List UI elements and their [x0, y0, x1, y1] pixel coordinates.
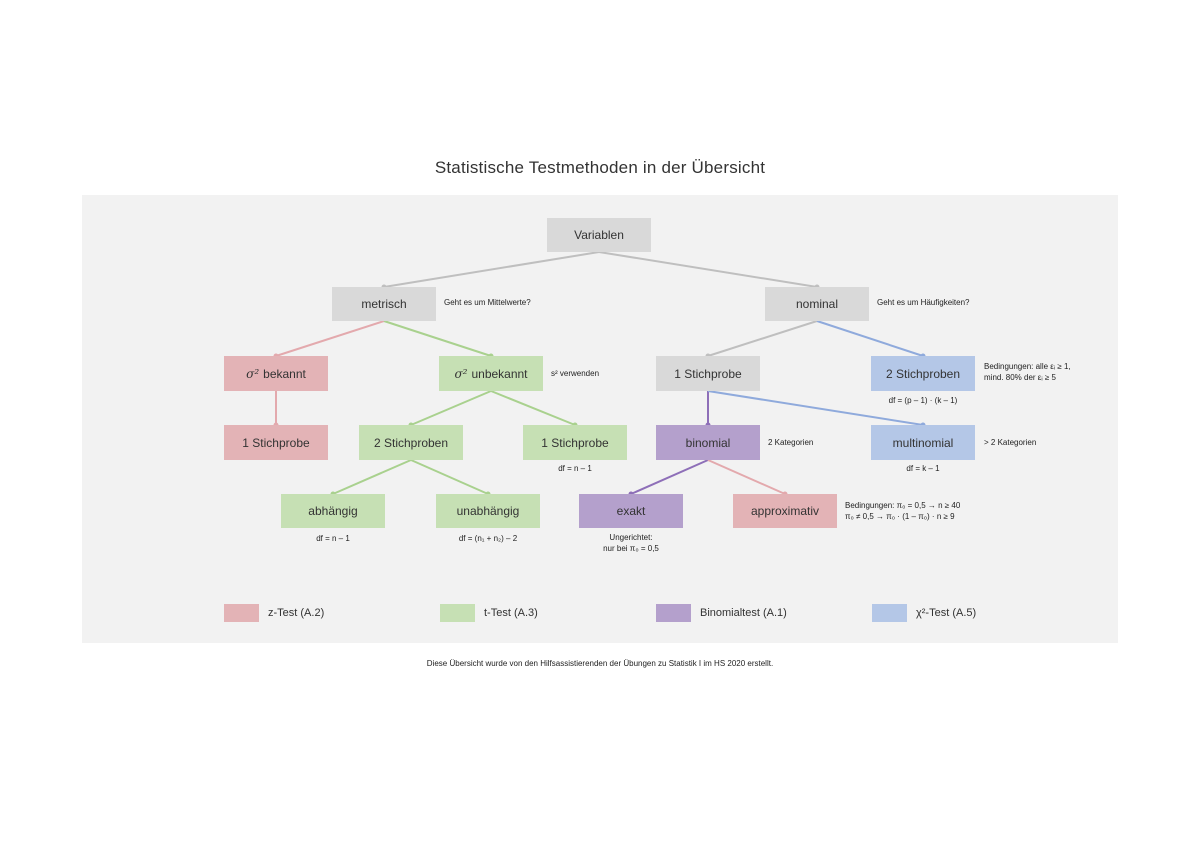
note-ungerichtet-2: nur bei π₀ = 0,5 [603, 544, 659, 553]
edge-nominal-2stp [816, 320, 924, 357]
note-mittelwerte: Geht es um Mittelwerte? [444, 298, 531, 307]
node-multinomial-label: multinomial [892, 435, 954, 450]
node-2stichproben-nominal: 2 Stichproben [871, 356, 975, 391]
node-variablen-label: Variablen [574, 228, 624, 242]
node-unabhaengig-label: unabhängig [456, 504, 520, 518]
note-df-1stp-t: df = n – 1 [558, 464, 592, 473]
note-df-2stp: df = (p – 1) · (k – 1) [888, 396, 958, 405]
node-sigma-unbekannt: σ² unbekannt [439, 356, 543, 391]
page-title: Statistische Testmethoden in der Übersic… [434, 158, 766, 177]
edge-2stp-abhaengig [332, 459, 412, 495]
node-exakt-label: exakt [616, 504, 646, 518]
edge-1stp-multinomial [707, 390, 924, 426]
node-1stichprobe-z: 1 Stichprobe [224, 425, 328, 460]
node-1stichprobe-t: 1 Stichprobe [523, 425, 627, 460]
legend-swatch-binomialtest [656, 604, 691, 622]
node-2stichproben-nominal-label: 2 Stichproben [885, 366, 961, 381]
edge-binomial-approx [707, 459, 786, 495]
node-binomial-label: binomial [685, 435, 731, 450]
legend-label-t-test: t-Test (A.3) [484, 607, 538, 619]
edge-nominal-1stp [707, 320, 818, 357]
footer-credit: Diese Übersicht wurde von den Hilfsassis… [426, 659, 774, 668]
node-1stichprobe-z-label: 1 Stichprobe [242, 435, 310, 450]
legend-label-binomialtest: Binomialtest (A.1) [700, 607, 787, 619]
edge-2stp-unabhaengig [410, 459, 489, 495]
note-bedingungen-approx-2: π₀ ≠ 0,5 → π₀ · (1 – π₀) · n ≥ 9 [845, 512, 955, 521]
node-unabhaengig: unabhängig [436, 494, 540, 528]
edge-unbekannt-2stp [410, 390, 492, 426]
node-variablen: Variablen [547, 218, 651, 252]
node-metrisch: metrisch [332, 287, 436, 321]
edge-binomial-exakt [630, 459, 709, 495]
node-2stichproben-t-label: 2 Stichproben [373, 435, 449, 450]
node-approximativ-label: approximativ [750, 504, 820, 518]
node-sigma-bekannt-label: bekannt [263, 366, 306, 381]
diagram-panel [82, 195, 1118, 643]
legend-swatch-t-test [440, 604, 475, 622]
edge-variablen-metrisch [383, 251, 600, 288]
node-abhaengig-label: abhängig [308, 504, 358, 518]
note-ungerichtet-1: Ungerichtet: [609, 533, 653, 542]
node-1stichprobe-nominal-label: 1 Stichprobe [674, 366, 742, 381]
note-zwei-kategorien: 2 Kategorien [768, 438, 814, 447]
node-multinomial: multinomial [871, 425, 975, 460]
note-haeufigkeiten: Geht es um Häufigkeiten? [877, 298, 970, 307]
sigma-symbol: σ² [454, 366, 468, 381]
node-metrisch-label: metrisch [361, 297, 407, 311]
edge-unbekannt-1stp [490, 390, 576, 426]
note-bedingungen-2stp-2: mind. 80% der εᵢ ≥ 5 [984, 373, 1056, 382]
node-1stichprobe-t-label: 1 Stichprobe [541, 435, 609, 450]
node-binomial: binomial [656, 425, 760, 460]
node-sigma-unbekannt-label: unbekannt [471, 366, 528, 381]
note-bedingungen-2stp-1: Bedingungen: alle εᵢ ≥ 1, [984, 362, 1071, 371]
note-mehr-kategorien: > 2 Kategorien [984, 438, 1037, 447]
note-df-unabhaengig: df = (n₁ + n₂) – 2 [458, 534, 518, 543]
node-approximativ: approximativ [733, 494, 837, 528]
node-nominal: nominal [765, 287, 869, 321]
note-bedingungen-approx-1: Bedingungen: π₀ = 0,5 → n ≥ 40 [845, 501, 961, 510]
note-df-abhaengig: df = n – 1 [316, 534, 350, 543]
node-2stichproben-t: 2 Stichproben [359, 425, 463, 460]
note-df-multinomial: df = k – 1 [906, 464, 940, 473]
edge-variablen-nominal [598, 251, 818, 288]
node-nominal-label: nominal [795, 297, 839, 311]
edge-metrisch-bekannt [275, 320, 385, 357]
legend-label-chi2-test: χ²-Test (A.5) [916, 607, 977, 619]
legend-swatch-z-test [224, 604, 259, 622]
node-sigma-bekannt: σ² bekannt [224, 356, 328, 391]
sigma-symbol: σ² [246, 366, 260, 381]
node-abhaengig: abhängig [281, 494, 385, 528]
node-exakt: exakt [579, 494, 683, 528]
node-1stichprobe-nominal: 1 Stichprobe [656, 356, 760, 391]
note-s2-verwenden: s² verwenden [551, 369, 600, 378]
legend-label-z-test: z-Test (A.2) [268, 607, 325, 619]
legend-swatch-chi2-test [872, 604, 907, 622]
edge-metrisch-unbekannt [383, 320, 492, 357]
